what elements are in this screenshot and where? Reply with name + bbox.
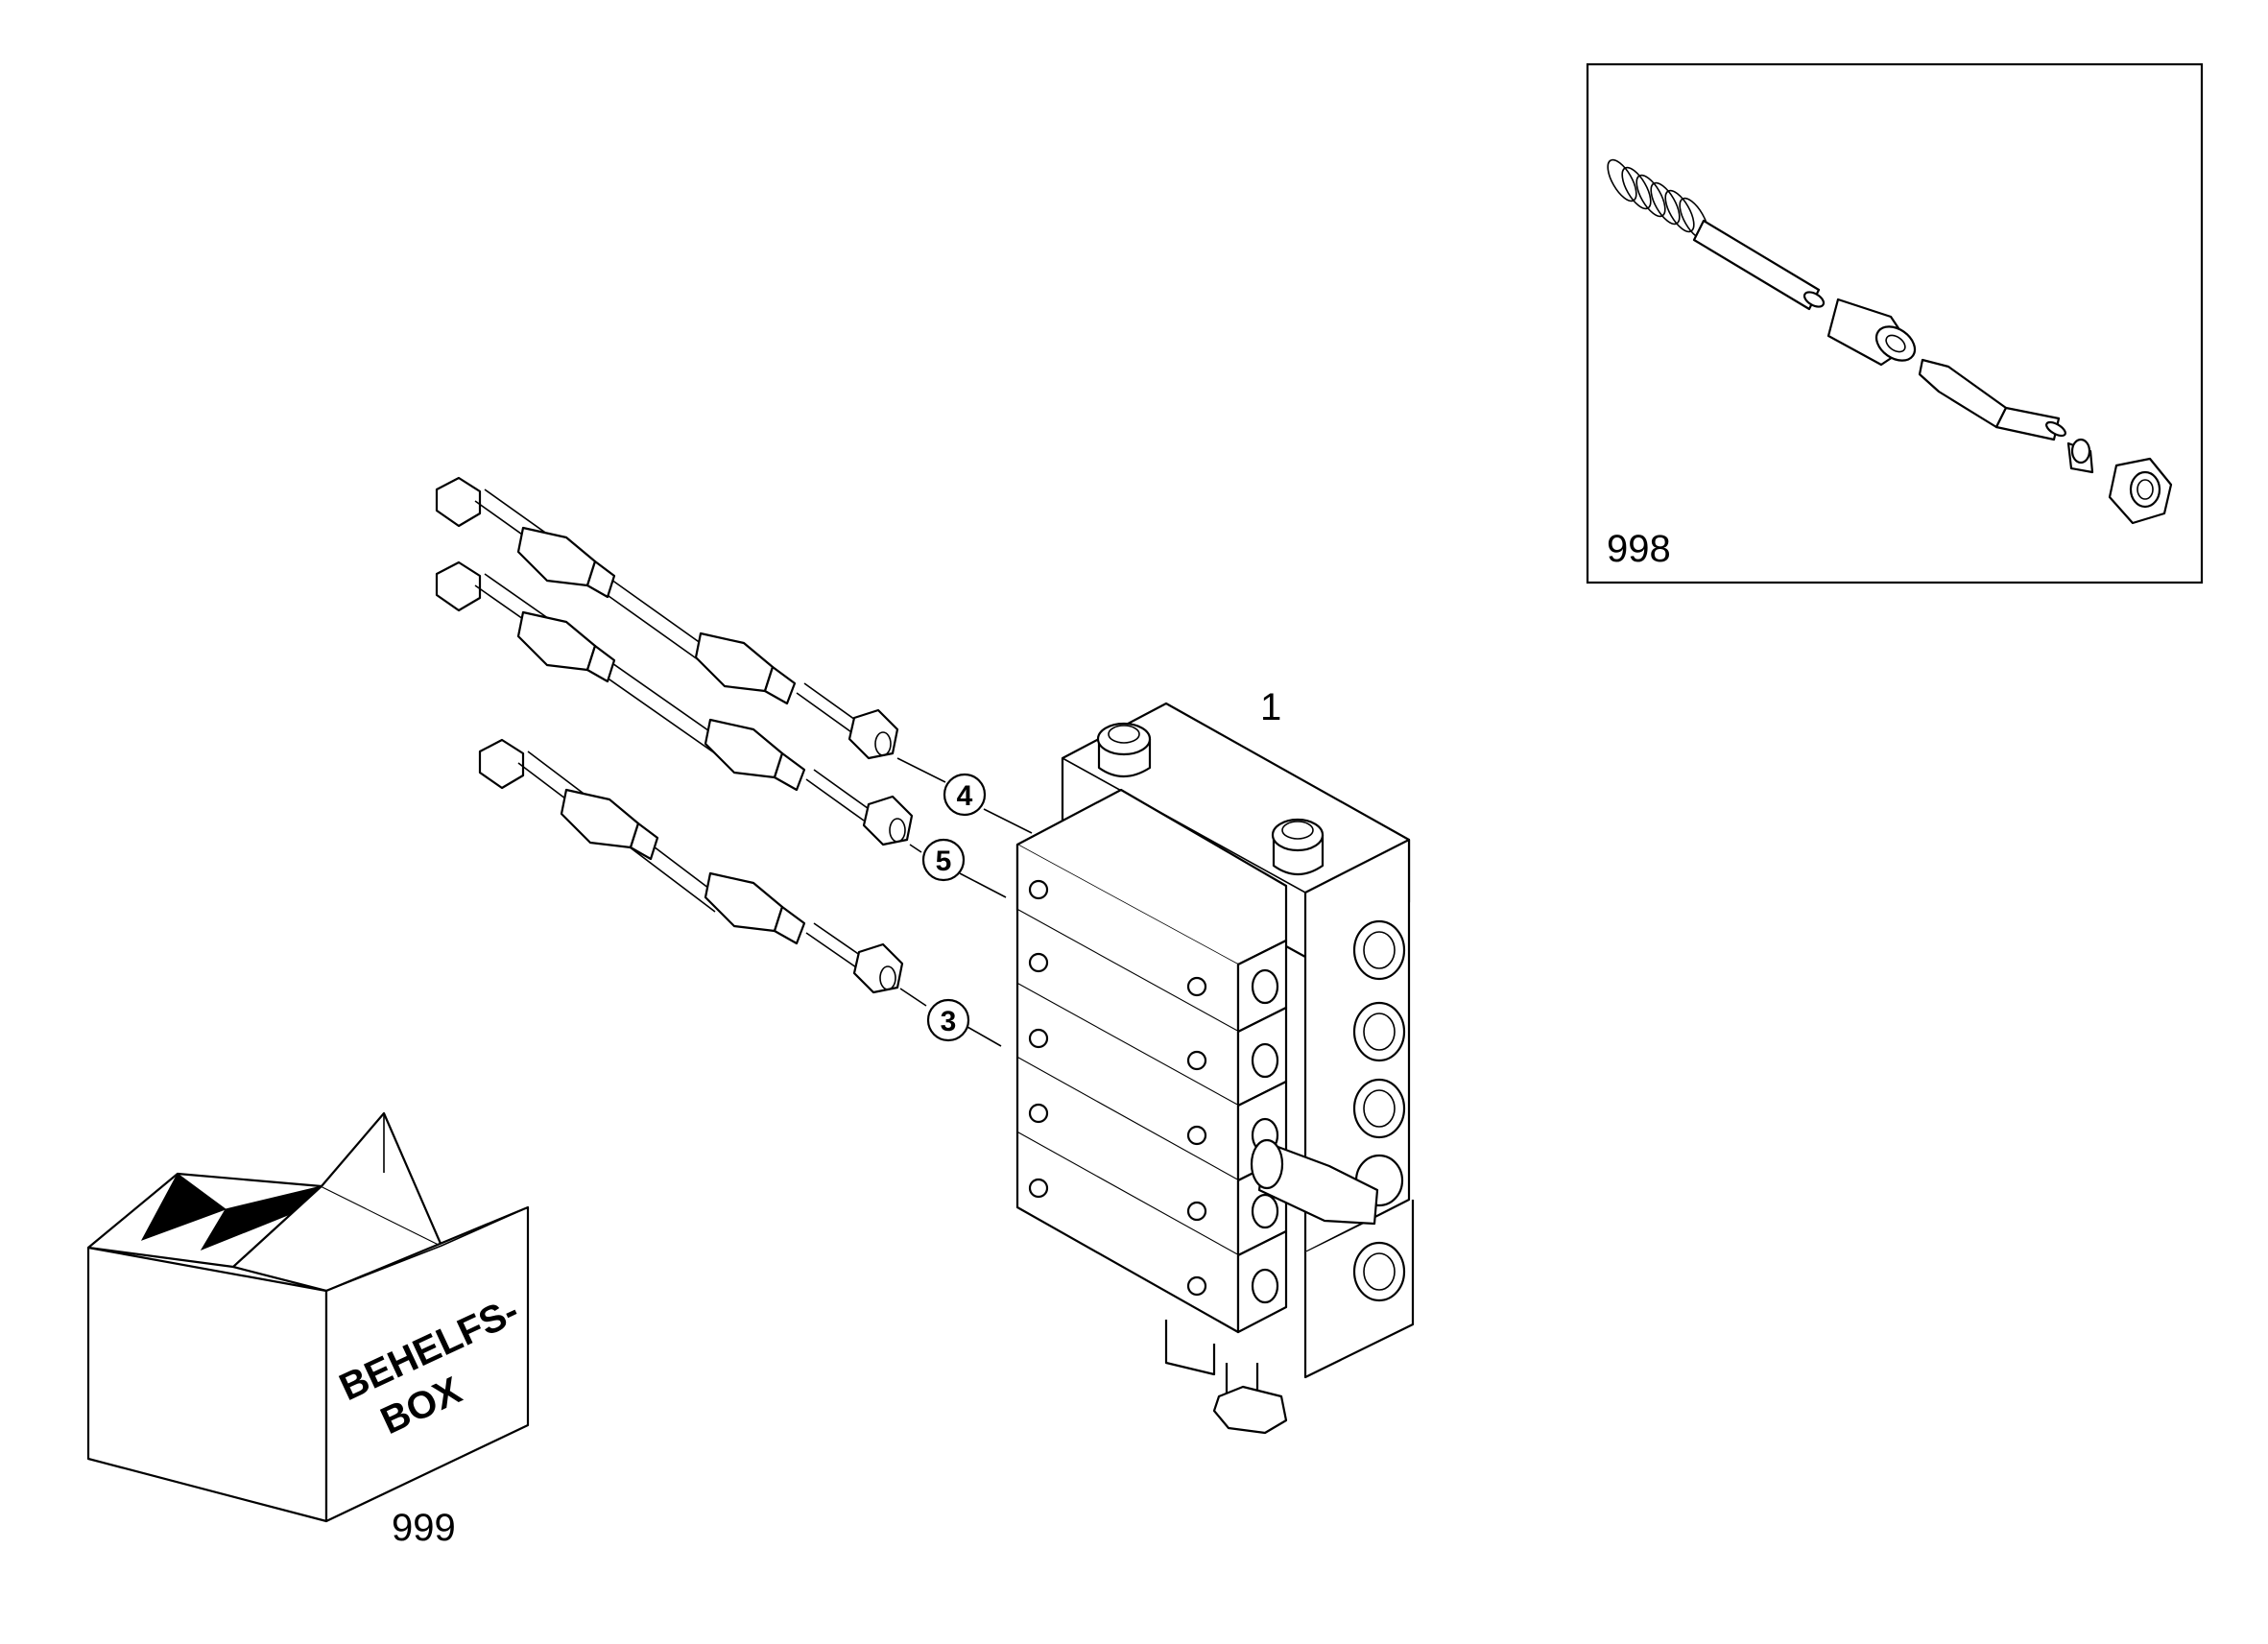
callout-3: 3 xyxy=(926,998,970,1042)
svg-text:4: 4 xyxy=(957,780,973,812)
callout-leaders xyxy=(896,757,1033,1047)
cardboard-box-999: BEHELFS- BOX xyxy=(86,1111,530,1523)
svg-text:3: 3 xyxy=(941,1006,957,1037)
bolt-icon xyxy=(1096,722,1152,778)
fitting-icon xyxy=(1826,298,1917,367)
segment xyxy=(1015,788,1288,1034)
olive-ring-icon xyxy=(2066,438,2094,474)
fitting-icon xyxy=(1250,1138,1379,1226)
segment xyxy=(1015,910,1288,1108)
tube-line-4 xyxy=(435,476,899,760)
port-icon xyxy=(1352,1078,1406,1139)
inset-kit-998: 998 xyxy=(1586,62,2204,584)
tube-line-3 xyxy=(478,738,904,994)
distributor-block-assembly xyxy=(1015,702,1415,1435)
callout-4: 4 xyxy=(943,773,987,817)
port-icon xyxy=(1352,1001,1406,1062)
bottom-connector-icon xyxy=(1164,1320,1288,1435)
bolt-icon xyxy=(1271,818,1325,876)
callout-5: 5 xyxy=(921,838,966,882)
rod-icon xyxy=(1692,219,1826,311)
tube-line-5 xyxy=(435,560,914,846)
callout-998: 998 xyxy=(1607,528,1671,570)
nipple-icon xyxy=(1918,358,2066,441)
spring-icon xyxy=(1607,158,1709,241)
port-icon xyxy=(1352,1241,1406,1302)
segment xyxy=(1015,1132,1288,1334)
svg-text:5: 5 xyxy=(936,846,952,877)
callout-1: 1 xyxy=(1260,686,1281,728)
port-icon xyxy=(1352,919,1406,981)
callout-999: 999 xyxy=(392,1507,456,1549)
nut-icon xyxy=(2108,457,2173,525)
